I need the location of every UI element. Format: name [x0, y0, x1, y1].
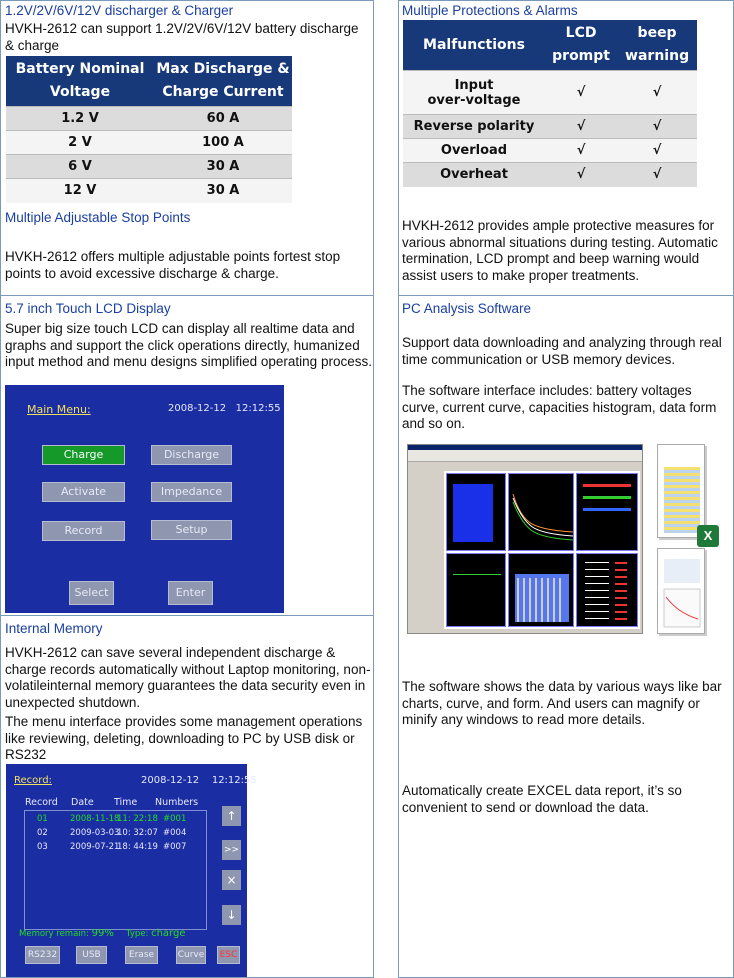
lcd-cell: 5.7 inch Touch LCD Display Super big siz…	[0, 295, 374, 616]
table-row[interactable]: 02 2009-03-03 10: 32:07 #004	[37, 828, 187, 838]
setup-button[interactable]: Setup	[151, 520, 232, 540]
table-row[interactable]: 03 2009-07-21 18: 44:19 #007	[37, 842, 187, 852]
main-menu-title: Main Menu:	[27, 403, 91, 416]
battery-col-current: Max Discharge &Charge Current	[154, 56, 292, 107]
record-button[interactable]: Record	[42, 521, 125, 541]
software-cell: PC Analysis Software Support data downlo…	[398, 295, 734, 978]
scroll-down-arrow-icon[interactable]: ↓	[222, 905, 241, 925]
software-titlebar	[408, 445, 642, 450]
impedance-button[interactable]: Impedance	[151, 482, 232, 502]
software-text-1: Support data downloading and analyzing t…	[402, 335, 722, 367]
memory-text-2: The menu interface provides some managem…	[5, 714, 363, 762]
col-malfunctions: Malfunctions	[403, 20, 545, 71]
current-curve-chart	[512, 493, 574, 541]
software-text-4: Automatically create EXCEL data report, …	[402, 783, 682, 815]
table-row: Overload√√	[403, 138, 697, 163]
memory-cell: Internal Memory HVKH-2612 can save sever…	[0, 615, 374, 978]
battery-title: 1.2V/2V/6V/12V discharger & Charger	[5, 3, 234, 18]
record-col-date: Date	[71, 797, 94, 808]
erase-button[interactable]: Erase	[125, 946, 158, 964]
table-row: Reverse polarity√√	[403, 114, 697, 139]
record-list[interactable]: 01 2008-11-18 11: 22:18 #001 02 2009-03-…	[24, 810, 207, 930]
record-datetime: 2008-12-12 12:12:55	[141, 775, 257, 786]
software-text-3: The software shows the data by various w…	[402, 679, 722, 727]
enter-button[interactable]: Enter	[168, 581, 213, 605]
lcd-title: 5.7 inch Touch LCD Display	[5, 301, 171, 316]
esc-button[interactable]: ESC	[217, 946, 240, 964]
scroll-up-arrow-icon[interactable]: ↑	[222, 806, 241, 826]
excel-icon: X	[697, 525, 719, 547]
discharge-button[interactable]: Discharge	[151, 445, 232, 465]
main-menu-screen: Main Menu: 2008-12-12 12:12:55 Charge Di…	[5, 385, 284, 613]
battery-text: HVKH-2612 can support 1.2V/2V/6V/12V bat…	[5, 21, 359, 53]
stop-points-title: Multiple Adjustable Stop Points	[5, 210, 191, 225]
record-type: Type: charge	[126, 928, 186, 939]
protections-title: Multiple Protections & Alarms	[402, 3, 578, 18]
usb-button[interactable]: USB	[76, 946, 107, 964]
table-row[interactable]: 01 2008-11-18 11: 22:18 #001	[37, 814, 187, 824]
lcd-text: Super big size touch LCD can display all…	[5, 321, 372, 369]
record-title: Record:	[14, 775, 52, 786]
record-col-record: Record	[25, 797, 58, 808]
excel-chart-preview	[657, 548, 705, 634]
memory-remain: Memory remain: 99%	[19, 928, 114, 939]
activate-button[interactable]: Activate	[42, 482, 125, 502]
table-row: Overheat√√	[403, 162, 697, 187]
curve-button[interactable]: Curve	[176, 946, 206, 964]
battery-cell: 1.2V/2V/6V/12V discharger & Charger HVKH…	[0, 0, 374, 296]
software-title: PC Analysis Software	[402, 301, 532, 316]
record-screen: Record: 2008-12-12 12:12:55 Record Date …	[6, 764, 257, 977]
stop-points-text: HVKH-2612 offers multiple adjustable poi…	[5, 249, 341, 281]
record-col-numbers: Numbers	[155, 797, 199, 808]
capacity-histogram	[515, 574, 569, 622]
memory-title: Internal Memory	[5, 621, 103, 636]
memory-text-1: HVKH-2612 can save several independent d…	[5, 645, 371, 710]
select-button[interactable]: Select	[69, 581, 114, 605]
excel-report-preview	[657, 444, 705, 538]
delete-icon[interactable]: ×	[222, 870, 241, 890]
software-text-2: The software interface includes: battery…	[402, 383, 717, 431]
charge-button[interactable]: Charge	[42, 445, 125, 465]
protections-cell: Multiple Protections & Alarms Malfunctio…	[398, 0, 734, 296]
next-page-button[interactable]: >>	[222, 840, 241, 860]
rs232-button[interactable]: RS232	[25, 946, 60, 964]
software-screenshot	[407, 444, 643, 634]
record-col-time: Time	[114, 797, 138, 808]
main-menu-datetime: 2008-12-12 12:12:55	[168, 403, 281, 414]
protections-text: HVKH-2612 provides ample protective meas…	[402, 218, 718, 283]
